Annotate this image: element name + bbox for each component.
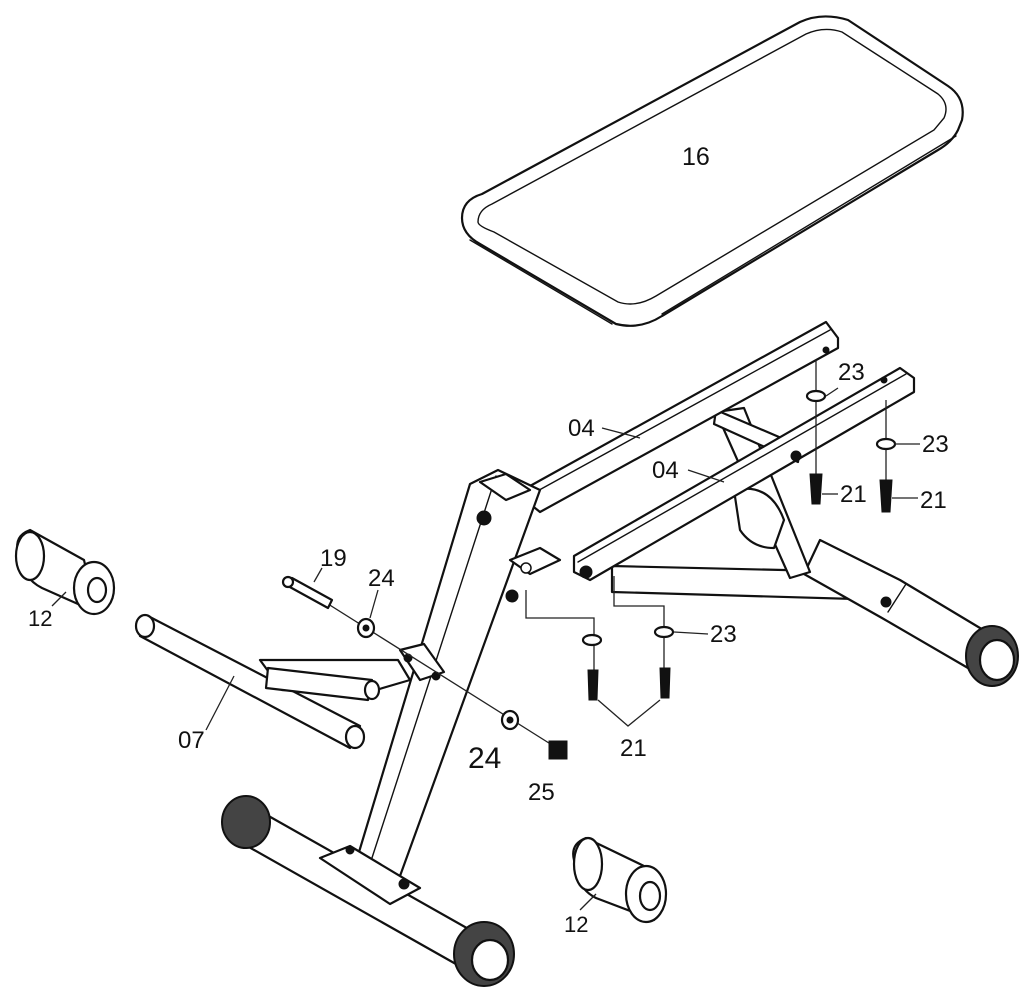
pin-assembly <box>281 575 568 760</box>
label-pin: 19 <box>320 545 347 572</box>
nut-bracket <box>505 589 519 603</box>
front-foot-tube <box>221 795 515 987</box>
knob-square <box>548 740 568 760</box>
washer-bottom <box>653 625 675 639</box>
label-washer-knob: 24 <box>468 742 501 775</box>
bolt-a <box>809 473 823 505</box>
nut-rear-leg <box>880 596 892 608</box>
nut-rail-end <box>579 565 593 579</box>
rear-leg-tube <box>610 538 1019 687</box>
part-labels: 16 04 04 23 23 21 21 23 21 19 24 24 25 0… <box>28 143 949 937</box>
bolt-c <box>587 669 599 701</box>
leader-lines <box>51 387 920 911</box>
grip-left <box>221 795 271 849</box>
pivot-bracket <box>398 642 446 682</box>
washer-top <box>805 389 827 403</box>
bolt-d <box>659 667 671 699</box>
label-washer-top: 23 <box>838 359 865 386</box>
seat-pad <box>460 15 964 327</box>
label-knob: 25 <box>528 779 555 806</box>
label-foam-bottom: 12 <box>564 912 588 937</box>
foam-roller-bottom <box>572 836 668 924</box>
label-rail-upper: 04 <box>568 415 595 442</box>
label-bolt-a: 21 <box>840 481 867 508</box>
label-foam-left: 12 <box>28 606 52 631</box>
washer-right <box>875 437 897 451</box>
label-seat-pad: 16 <box>682 143 710 171</box>
label-bolt-b: 21 <box>920 487 947 514</box>
label-rail-lower: 04 <box>652 457 679 484</box>
label-bar: 07 <box>178 727 205 754</box>
bolt-b <box>879 479 893 513</box>
seat-rail-lower <box>572 366 916 582</box>
washer-bottom-left <box>581 633 603 647</box>
label-bolt-pair: 21 <box>620 735 647 762</box>
nut-upright <box>476 510 492 526</box>
leg-hold-bar <box>134 613 412 750</box>
label-washer-bottom: 23 <box>710 621 737 648</box>
label-washer-right: 23 <box>922 431 949 458</box>
foam-roller-left <box>14 528 116 616</box>
nut-rail <box>790 450 802 462</box>
label-washer-pin: 24 <box>368 565 395 592</box>
